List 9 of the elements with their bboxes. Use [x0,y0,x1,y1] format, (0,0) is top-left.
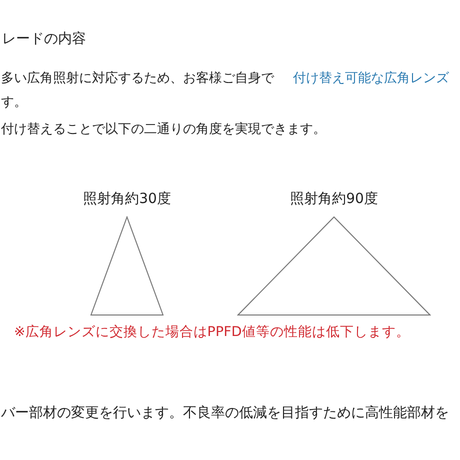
heading: レードの内容 [2,31,86,48]
paragraph-text: す。 [1,95,27,111]
paragraph-text: 付け替えることで以下の二通りの角度を実現できます。 [1,122,326,138]
warning-note: ※広角レンズに交換した場合はPPFD値等の性能は低下します。 [14,324,410,340]
paragraph-text: 多い広角照射に対応するため、お客様ご自身で [1,71,274,87]
angle-label: 照射角約30度 [82,190,172,208]
angle-label: 照射角約90度 [289,190,379,208]
paragraph-text: バー部材の変更を行います。不良率の低減を目指すために高性能部材を [1,405,449,422]
link-text: 付け替え可能な広角レンズ [293,71,449,87]
